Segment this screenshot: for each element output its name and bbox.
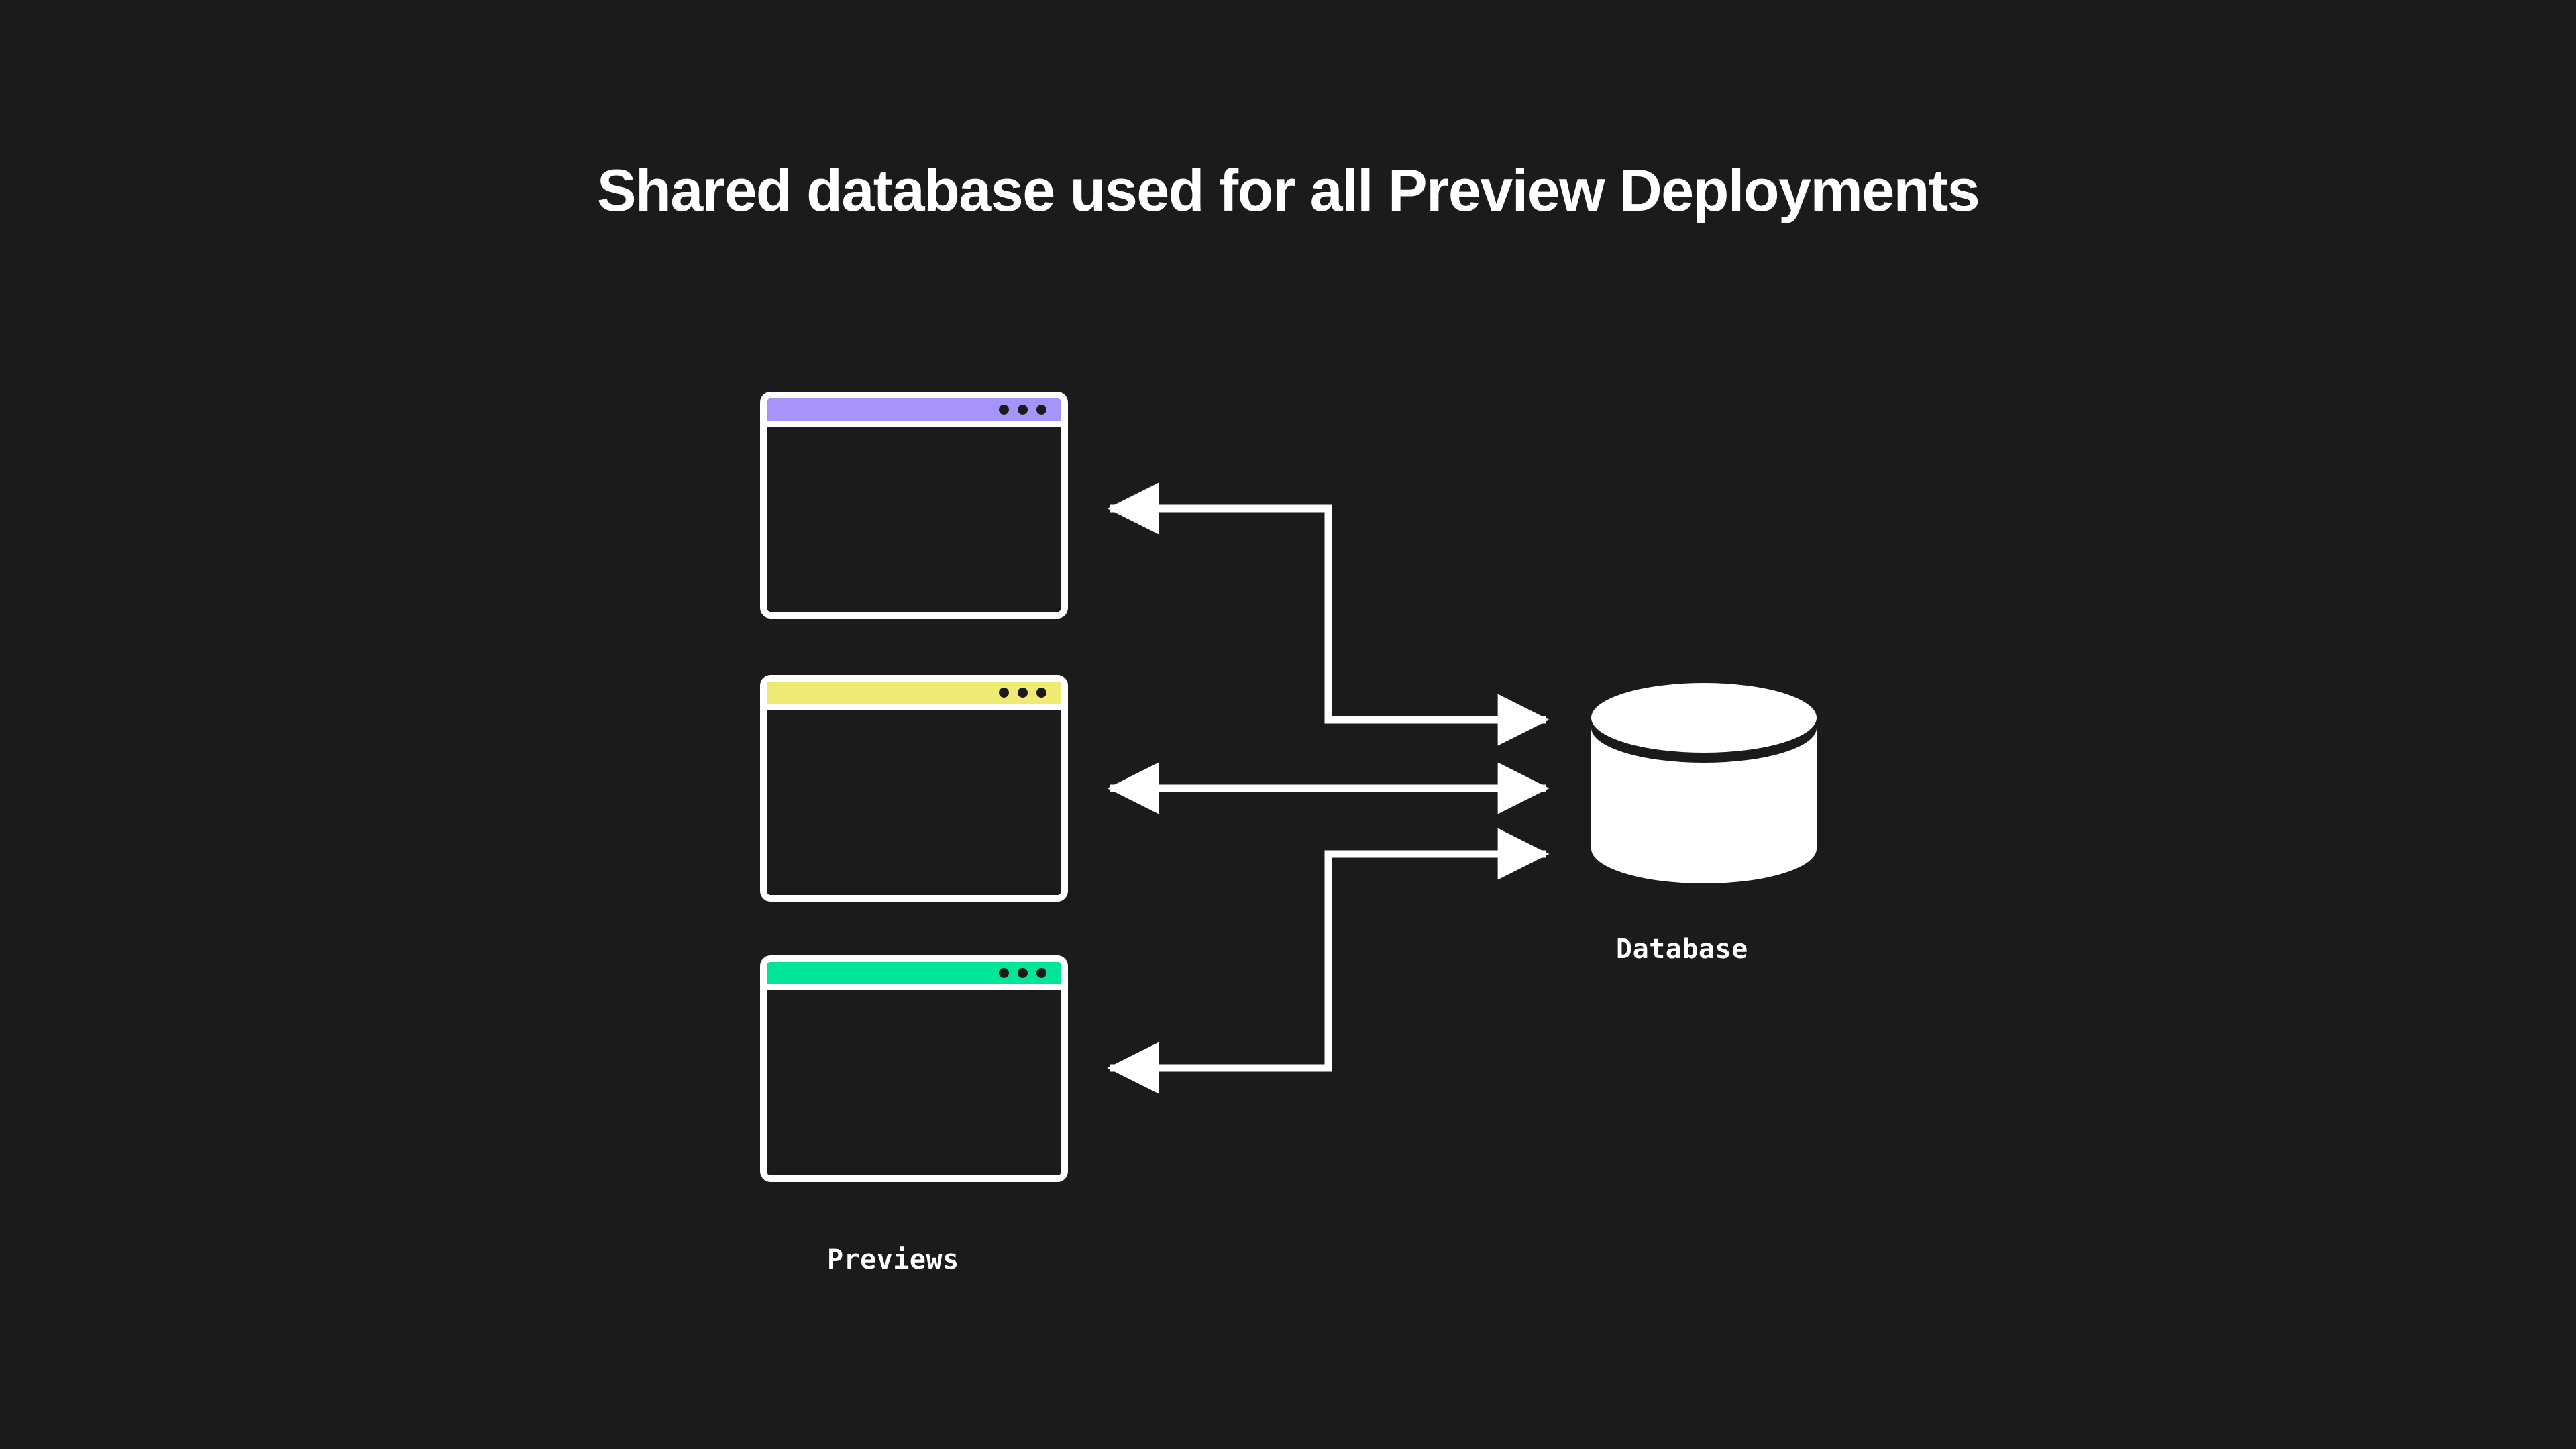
window-controls-yellow[interactable] (999, 688, 1046, 698)
window-titlebar-purple (767, 398, 1061, 427)
window-dot-minimize-icon[interactable] (1018, 688, 1028, 698)
database-label: Database (1616, 934, 1748, 965)
preview-window-green[interactable] (760, 955, 1068, 1182)
database-cylinder (1591, 683, 1817, 883)
window-body-green (767, 990, 1061, 1175)
window-dot-close-icon[interactable] (999, 405, 1009, 415)
window-dot-close-icon[interactable] (999, 968, 1009, 978)
window-dot-close-icon[interactable] (999, 688, 1009, 698)
previews-group-label: Previews (827, 1244, 959, 1275)
window-dot-minimize-icon[interactable] (1018, 405, 1028, 415)
database-cylinder-lid (1591, 683, 1817, 753)
window-body-yellow (767, 710, 1061, 895)
window-dot-maximize-icon[interactable] (1036, 405, 1046, 415)
window-dot-maximize-icon[interactable] (1036, 688, 1046, 698)
window-dot-maximize-icon[interactable] (1036, 968, 1046, 978)
window-dot-minimize-icon[interactable] (1018, 968, 1028, 978)
window-controls-purple[interactable] (999, 405, 1046, 415)
window-body-purple (767, 427, 1061, 612)
window-controls-green[interactable] (999, 968, 1046, 978)
page-title: Shared database used for all Preview Dep… (596, 157, 1980, 223)
preview-window-purple[interactable] (760, 392, 1068, 619)
window-titlebar-yellow (767, 682, 1061, 710)
connector-preview-3 (1107, 828, 1550, 1094)
connector-preview-1 (1107, 482, 1550, 746)
preview-window-yellow[interactable] (760, 675, 1068, 902)
window-titlebar-green (767, 962, 1061, 990)
database-cylinder-body (1591, 728, 1817, 883)
